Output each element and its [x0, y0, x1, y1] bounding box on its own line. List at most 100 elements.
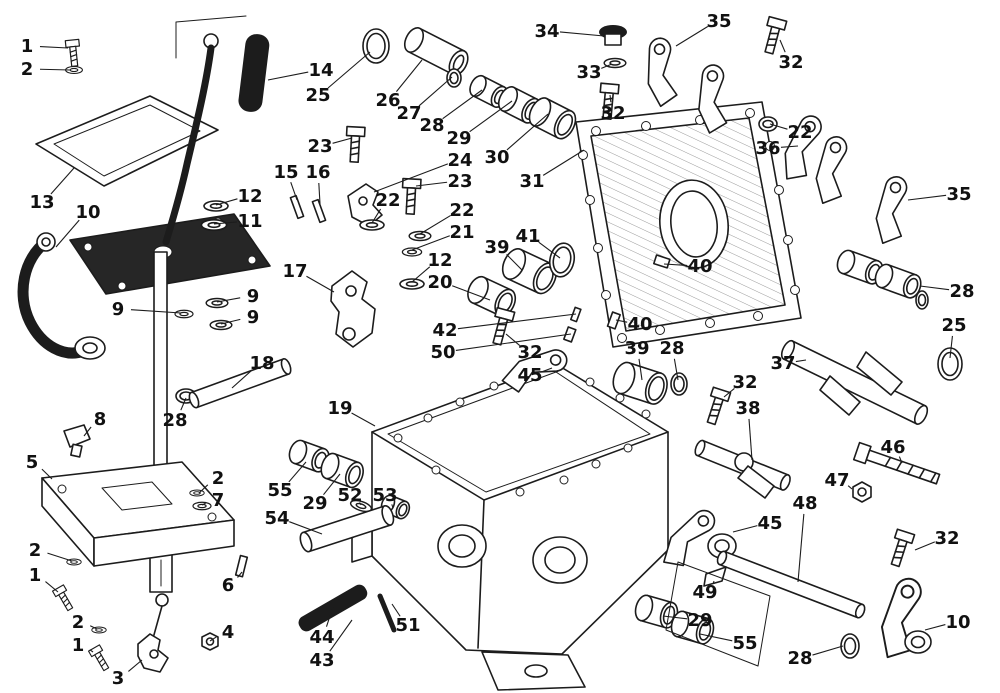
leader-line: [924, 624, 946, 631]
leader-line: [797, 513, 805, 583]
callout-label: 28: [659, 338, 684, 359]
callout-label: 23: [307, 136, 332, 157]
part-washer-21: [401, 247, 423, 257]
callout-label: 5: [26, 452, 39, 473]
leader-line: [418, 76, 453, 107]
part-cap-34: [599, 25, 627, 46]
part-shift-rod: [149, 251, 173, 643]
callout-label: 18: [249, 353, 274, 374]
leader-line: [949, 335, 953, 359]
callout-label: 28: [419, 115, 444, 136]
callout-label: 6: [222, 575, 235, 596]
part-bolt-1: [51, 584, 77, 613]
part-mounting-plate: [69, 213, 271, 295]
leader-line: [130, 309, 182, 314]
leader-line: [201, 502, 206, 506]
leader-line: [615, 319, 628, 323]
part-wing-bolt-8: [63, 424, 91, 458]
callout-label: 30: [484, 147, 509, 168]
leader-lines-layer: [39, 26, 953, 672]
callout-label: 49: [692, 582, 717, 603]
part-pin-15: [289, 194, 305, 220]
callout-label: 2: [72, 612, 85, 633]
callout-label: 32: [934, 528, 959, 549]
part-bracket-17: [330, 270, 376, 348]
leader-line: [780, 145, 799, 148]
callout-label: 2: [212, 468, 225, 489]
leader-line: [411, 266, 431, 283]
leader-line: [89, 625, 98, 630]
part-washer-12: [399, 278, 425, 290]
part-washer-22: [408, 230, 432, 242]
part-side-cover-31: [575, 101, 802, 348]
leader-line: [455, 333, 572, 352]
leader-line: [89, 649, 94, 653]
leader-line: [907, 194, 947, 201]
part-bushing-28: [874, 263, 922, 299]
leader-line: [457, 313, 577, 330]
callout-label: 10: [945, 612, 970, 633]
part-shaft-54: [299, 504, 395, 553]
part-washer-11: [200, 218, 228, 232]
leader-line: [267, 71, 309, 81]
callout-label: 28: [162, 410, 187, 431]
part-bolt-32: [701, 386, 732, 427]
part-housing-19: [351, 363, 669, 691]
part-knob-14: [238, 34, 270, 112]
leader-line: [325, 606, 334, 627]
callout-label: 43: [309, 650, 334, 671]
leader-line: [469, 100, 513, 133]
part-bushing-39: [612, 361, 668, 405]
leader-line: [712, 580, 715, 584]
leader-line: [323, 473, 341, 496]
part-ring-25: [937, 347, 963, 381]
leader-line: [220, 318, 241, 325]
leader-line: [327, 51, 371, 89]
leader-line: [128, 659, 143, 672]
callout-label: 50: [430, 342, 455, 363]
leader-line: [506, 254, 523, 271]
part-pin-51: [377, 593, 397, 633]
callout-label: 54: [264, 508, 289, 529]
callout-label: 38: [735, 398, 760, 419]
callout-label: 28: [787, 648, 812, 669]
part-shaft-18: [188, 358, 292, 409]
part-washer-22: [359, 219, 385, 231]
part-ring-27: [446, 68, 462, 88]
callout-label: 45: [517, 365, 542, 386]
part-ring-25: [362, 28, 390, 64]
leader-line: [898, 456, 903, 464]
leader-line: [919, 285, 950, 291]
annotation-lines: [175, 15, 771, 667]
leader-line: [609, 94, 612, 103]
leader-line: [675, 26, 709, 47]
leader-line: [318, 182, 321, 205]
leader-line: [732, 525, 758, 533]
callout-label: 10: [75, 202, 100, 223]
leader-line: [237, 571, 243, 578]
callout-label: 46: [880, 437, 905, 458]
leader-line: [662, 615, 688, 620]
leader-line: [47, 552, 73, 562]
callout-label: 32: [600, 103, 625, 124]
leader-line: [847, 485, 853, 490]
callout-label: 51: [395, 615, 420, 636]
leader-line: [542, 367, 553, 373]
part-sleeve-26: [403, 27, 469, 76]
callout-label: 1: [29, 565, 42, 586]
callout-label: 11: [237, 211, 262, 232]
callout-label: 2: [29, 540, 42, 561]
leader-line: [332, 137, 353, 144]
leader-line: [50, 167, 75, 195]
part-shift-fork-37: [780, 339, 929, 425]
callout-label: 48: [792, 493, 817, 514]
callout-label: 32: [517, 342, 542, 363]
part-pin-16: [311, 198, 327, 224]
callout-label: 22: [787, 122, 812, 143]
callout-label: 12: [237, 186, 262, 207]
leader-line: [914, 541, 936, 551]
part-bushing-29: [320, 452, 364, 489]
leader-line: [216, 297, 241, 303]
leader-line: [39, 45, 69, 49]
